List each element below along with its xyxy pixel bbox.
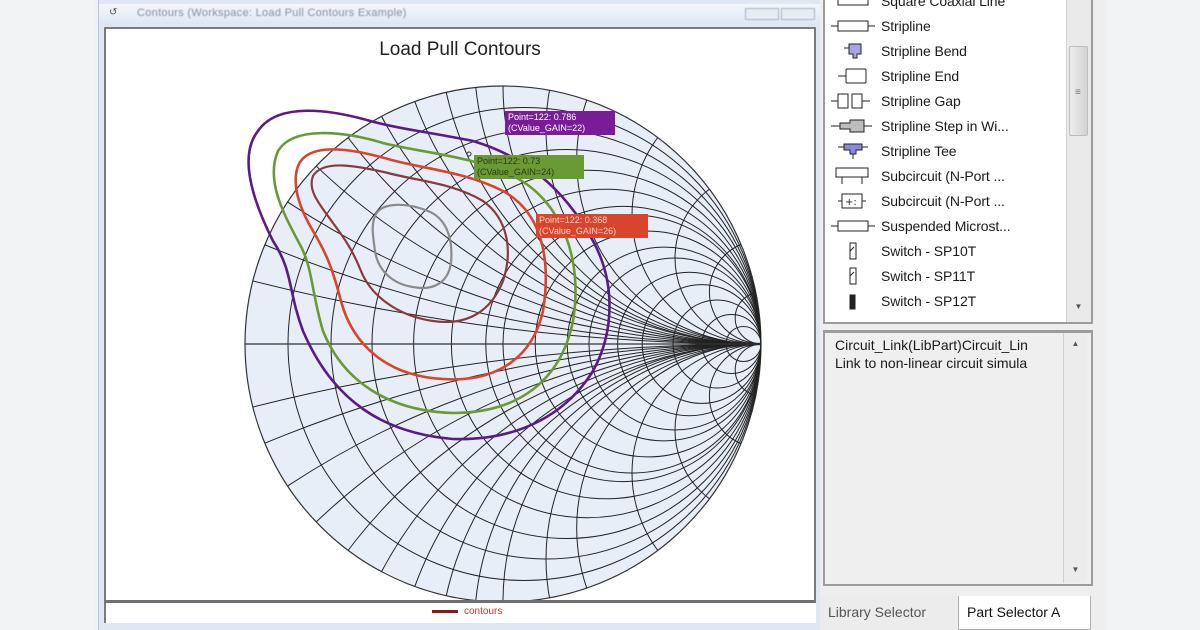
stripline-tee-icon	[825, 138, 881, 163]
annotation-text: Point=122: 0.73	[477, 156, 541, 166]
list-item[interactable]: Switch - SP12T	[825, 288, 1065, 313]
scroll-thumb[interactable]: ≡	[1069, 46, 1088, 136]
stripline-step-icon	[825, 113, 881, 138]
scroll-up-arrow-icon[interactable]: ▲	[1071, 339, 1080, 348]
smith-chart[interactable]	[106, 29, 814, 600]
list-item[interactable]: Stripline Tee	[825, 138, 1065, 163]
tab-part-selector[interactable]: Part Selector A	[958, 596, 1091, 630]
description-scrollbar[interactable]: ▲ ▼	[1063, 333, 1087, 583]
legend-label: contours	[464, 606, 503, 617]
tab-library-selector[interactable]: Library Selector	[820, 596, 958, 630]
plot-titlebar[interactable]: ↺ Contours (Workspace: Load Pull Contour…	[99, 4, 821, 22]
list-item[interactable]: Stripline Step in Wi...	[825, 113, 1065, 138]
description-line-1: Circuit_Link(LibPart)Circuit_Lin	[835, 337, 1028, 353]
subcircuit-alt-icon: +:	[825, 188, 881, 213]
contour-3	[294, 148, 548, 381]
scroll-down-arrow-icon[interactable]: ▼	[1071, 565, 1080, 574]
switch-icon	[825, 288, 881, 313]
annotation-text: (CValue_GAIN=22)	[508, 123, 586, 133]
subcircuit-icon	[825, 163, 881, 188]
parts-list-scrollbar[interactable]: ≡ ▼	[1066, 0, 1091, 322]
parts-list[interactable]: Square Coaxial Line Stripline Stripline …	[823, 0, 1093, 324]
annotation-gain-24: Point=122: 0.73 (CValue_GAIN=24)	[474, 155, 584, 179]
list-item[interactable]: Stripline End	[825, 63, 1065, 88]
grip-icon: ≡	[1075, 87, 1081, 98]
part-description: Circuit_Link(LibPart)Circuit_Lin Link to…	[823, 330, 1093, 586]
stripline-bend-icon	[825, 38, 881, 63]
chart-legend: contours	[104, 603, 816, 623]
list-item[interactable]: Subcircuit (N-Port ...	[825, 163, 1065, 188]
annotation-text: (CValue_GAIN=24)	[477, 167, 555, 177]
annotation-gain-22: Point=122: 0.786 (CValue_GAIN=22)	[505, 111, 615, 135]
list-item[interactable]: Square Coaxial Line	[825, 0, 1065, 13]
list-item[interactable]: Switch - SP11T	[825, 263, 1065, 288]
annotation-text: (CValue_GAIN=26)	[539, 226, 617, 236]
svg-text:+:: +:	[845, 197, 857, 208]
list-item[interactable]: Stripline Gap	[825, 88, 1065, 113]
stripline-end-icon	[825, 63, 881, 88]
legend-swatch	[432, 610, 458, 613]
minimize-button[interactable]	[745, 8, 779, 20]
annotation-text: Point=122: 0.368	[539, 215, 608, 225]
contour-4	[310, 164, 509, 324]
chart-title: Load Pull Contours	[379, 39, 541, 60]
plot-window: ↺ Contours (Workspace: Load Pull Contour…	[98, 0, 821, 630]
maximize-button[interactable]	[781, 8, 815, 20]
switch-icon	[825, 263, 881, 288]
smith-chart-panel[interactable]: Load Pull Contours	[104, 27, 816, 603]
suspended-microstrip-icon	[825, 213, 881, 238]
partial-line-icon	[825, 0, 881, 13]
description-line-2: Link to non-linear circuit simula	[835, 355, 1028, 371]
list-item[interactable]: +: Subcircuit (N-Port ...	[825, 188, 1065, 213]
plot-window-title: Contours (Workspace: Load Pull Contours …	[137, 7, 407, 19]
scroll-down-arrow-icon[interactable]: ▼	[1074, 302, 1083, 311]
list-item[interactable]: Stripline	[825, 13, 1065, 38]
contour-outer	[247, 109, 611, 441]
selector-tabs: Library Selector Part Selector A	[820, 596, 1105, 630]
list-item[interactable]: Stripline Bend	[825, 38, 1065, 63]
stripline-gap-icon	[825, 88, 881, 113]
list-item[interactable]: Suspended Microst...	[825, 213, 1065, 238]
graph-window-icon: ↺	[109, 7, 118, 18]
legend-item-contours[interactable]: contours	[432, 606, 502, 617]
list-item[interactable]: Switch - SP10T	[825, 238, 1065, 263]
contour-inner	[371, 203, 453, 290]
contour-2	[272, 131, 577, 415]
stripline-icon	[825, 13, 881, 38]
annotation-text: Point=122: 0.786	[508, 112, 577, 122]
switch-icon	[825, 238, 881, 263]
part-selector-panel: Square Coaxial Line Stripline Stripline …	[820, 0, 1105, 630]
app-window: ↺ Contours (Workspace: Load Pull Contour…	[95, 0, 1108, 630]
annotation-gain-26: Point=122: 0.368 (CValue_GAIN=26)	[536, 214, 648, 238]
